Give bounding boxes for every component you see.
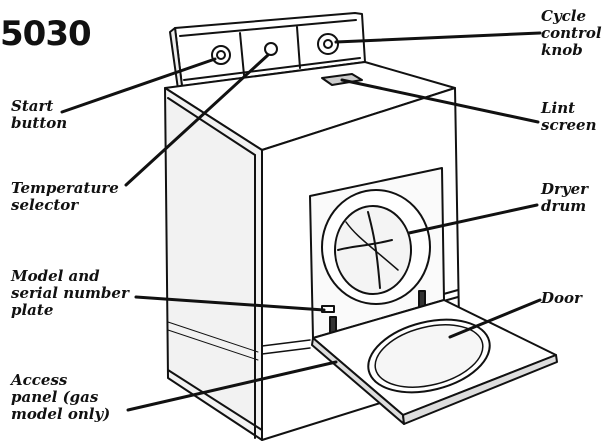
label-start-button: Start button <box>11 97 68 132</box>
leader-temperature <box>124 53 270 187</box>
dryer-drum <box>321 189 431 305</box>
label-lint-screen: Lint screen <box>541 99 597 134</box>
leader-lint-screen <box>340 78 540 124</box>
leader-serial-plate <box>134 295 326 312</box>
leader-start-button <box>60 57 217 114</box>
cycle-control-knob <box>317 33 339 55</box>
leader-door <box>448 298 542 339</box>
leader-access-panel <box>126 360 338 412</box>
label-access-panel: Access panel (gas model only) <box>11 371 111 423</box>
model-number: 5030 <box>0 14 92 54</box>
label-model-serial-plate: Model and serial number plate <box>11 267 129 319</box>
label-cycle-control-knob: Cycle control knob <box>541 7 602 59</box>
start-button-knob <box>211 45 231 65</box>
dryer-left-side <box>164 87 263 441</box>
hinge-right <box>418 290 426 308</box>
leader-lines <box>60 31 542 412</box>
leader-cycle-control <box>334 31 542 44</box>
label-dryer-drum: Dryer drum <box>541 180 589 215</box>
temperature-selector-knob <box>264 42 278 56</box>
dryer-door <box>311 299 558 425</box>
label-door: Door <box>541 289 582 307</box>
leader-dryer-drum <box>407 203 539 235</box>
label-temperature-selector: Temperature selector <box>11 179 119 214</box>
